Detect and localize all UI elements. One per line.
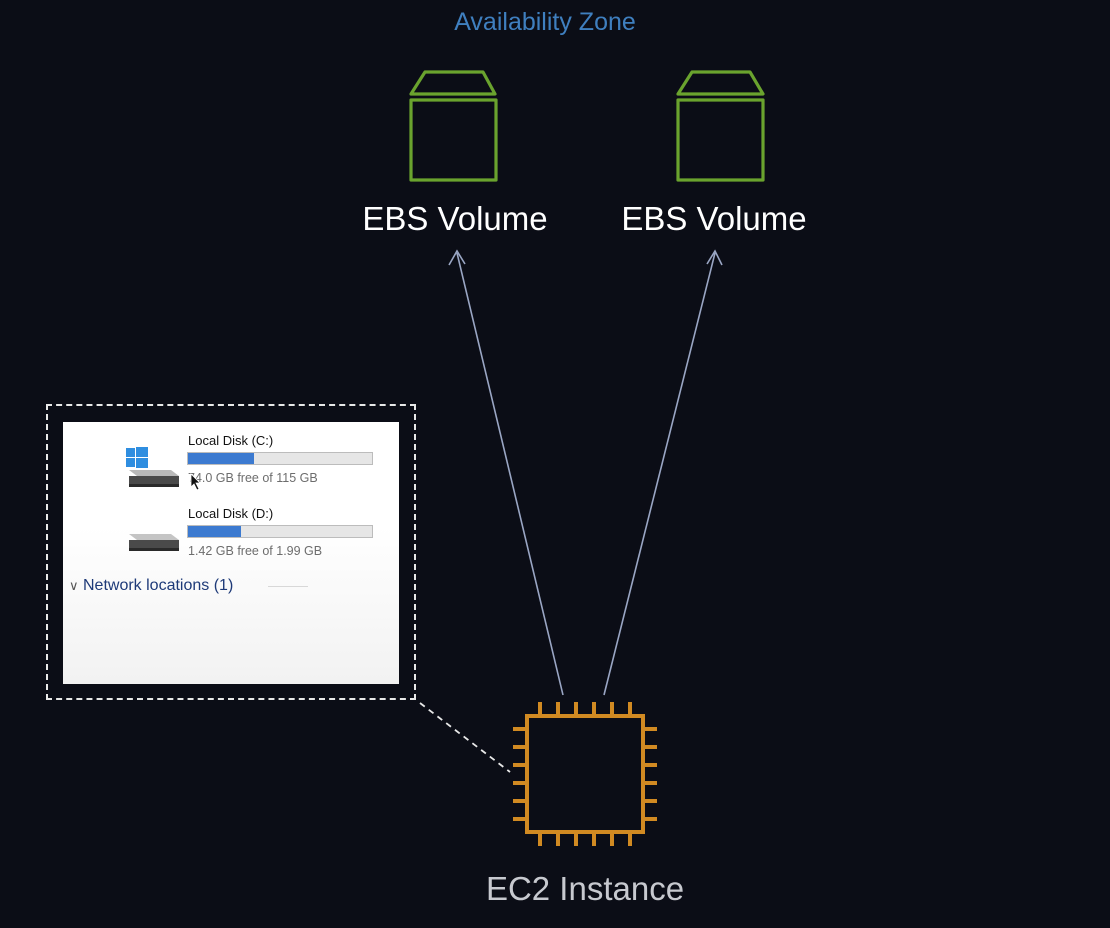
ec2-instance-label: EC2 Instance — [485, 870, 685, 907]
mouse-cursor-icon — [190, 473, 201, 491]
network-locations-header[interactable]: ∨ Network locations (1) — [69, 577, 233, 595]
ebs-volume-icon — [676, 70, 765, 182]
drive-usage-bar — [187, 525, 373, 538]
ebs-volume-label: EBS Volume — [621, 200, 807, 237]
drive-name[interactable]: Local Disk (C:) — [188, 433, 274, 448]
ebs-volume-icon — [409, 70, 498, 182]
ec2-chip-icon — [513, 702, 657, 846]
drive-free-space: 74.0 GB free of 115 GB — [188, 471, 318, 485]
ebs-volume-label: EBS Volume — [362, 200, 548, 237]
drive-icon[interactable] — [125, 528, 181, 563]
connector-arrow-volume-1 — [448, 249, 564, 696]
drive-usage-fill — [188, 526, 242, 537]
drive-usage-bar — [187, 452, 373, 465]
dashed-link-line — [419, 702, 511, 773]
drive-usage-fill — [188, 453, 255, 464]
drive-free-space: 1.42 GB free of 1.99 GB — [188, 544, 323, 558]
drive-name[interactable]: Local Disk (D:) — [188, 506, 274, 521]
chevron-down-icon[interactable]: ∨ — [69, 578, 79, 593]
network-locations-label: Network locations (1) — [83, 577, 234, 594]
explorer-inset-frame — [46, 404, 416, 700]
availability-zone-label: Availability Zone — [454, 8, 636, 36]
connector-arrow-volume-2 — [603, 249, 723, 696]
section-divider — [268, 586, 308, 587]
explorer-drives-panel: Local Disk (C:) 74.0 GB free of 115 GB L… — [63, 422, 399, 684]
windows-drive-icon[interactable] — [125, 446, 181, 493]
